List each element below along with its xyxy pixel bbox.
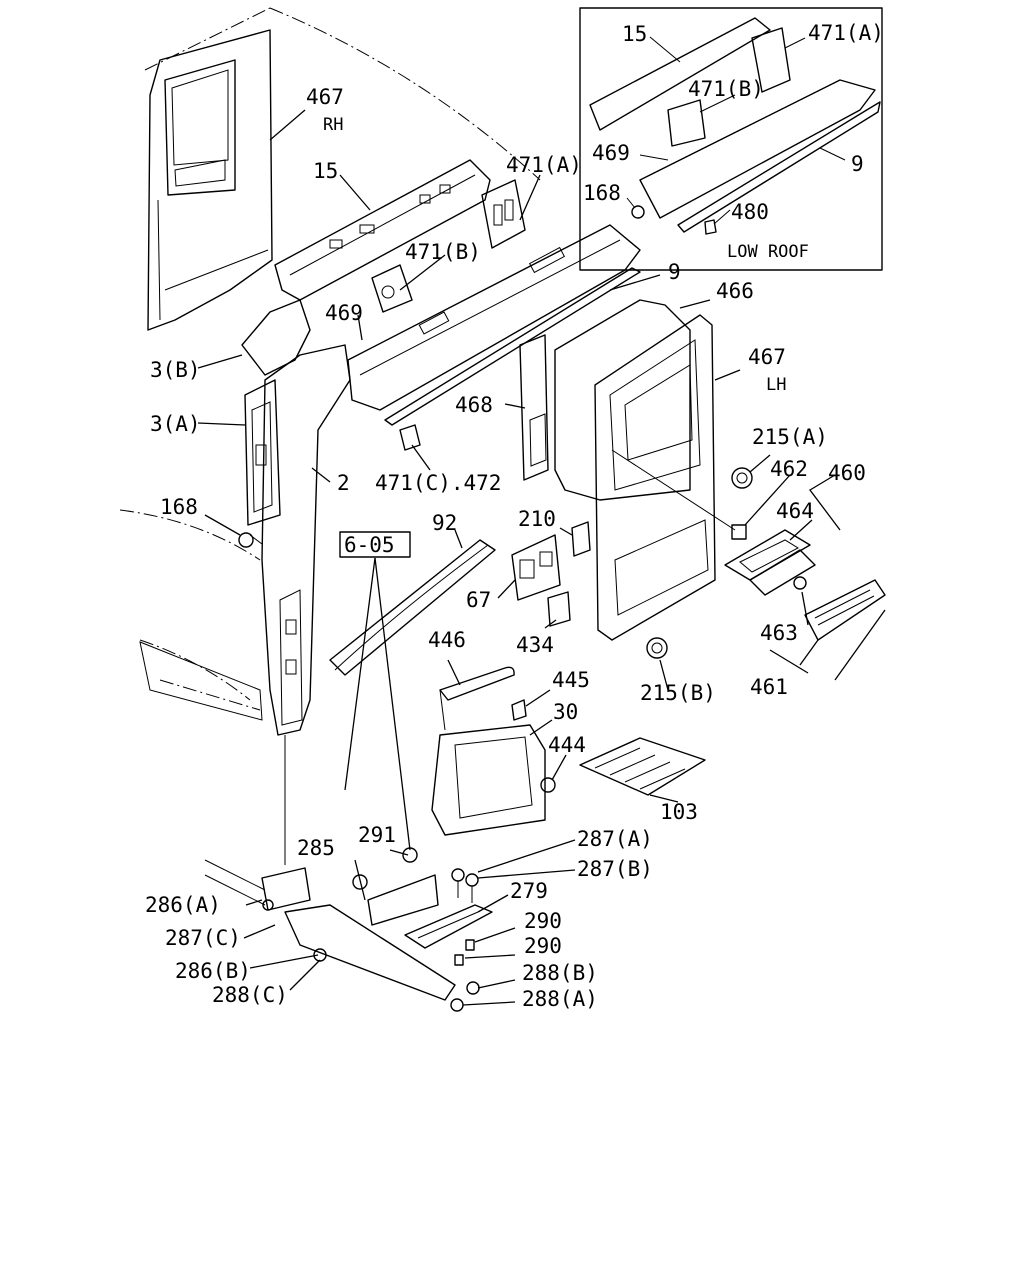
label-215b: 215(B) — [640, 681, 716, 705]
inset-label-471b: 471(B) — [688, 77, 764, 101]
inset-caption: LOW ROOF — [727, 242, 809, 262]
label-460: 460 — [828, 461, 866, 485]
part-279 — [404, 904, 493, 949]
part-168-bolt — [238, 532, 263, 548]
part-67 — [511, 534, 561, 601]
label-3a: 3(A) — [150, 412, 201, 436]
part-471c — [399, 424, 421, 451]
label-467-rh: 467 — [306, 85, 344, 109]
label-lh: LH — [766, 375, 786, 395]
label-92: 92 — [432, 511, 457, 535]
label-290a: 290 — [524, 909, 562, 933]
part-464 — [724, 529, 811, 581]
label-287b: 287(B) — [577, 857, 653, 881]
part-15 — [274, 159, 491, 301]
inset-low-roof — [579, 7, 883, 271]
part-471a — [481, 179, 526, 249]
label-462: 462 — [770, 457, 808, 481]
label-210: 210 — [518, 507, 556, 531]
label-469: 469 — [325, 301, 363, 325]
part-463 — [749, 549, 816, 596]
label-290b: 290 — [524, 934, 562, 958]
label-445: 445 — [552, 668, 590, 692]
label-2: 2 — [337, 471, 350, 495]
label-287c: 287(C) — [165, 926, 241, 950]
label-463: 463 — [760, 621, 798, 645]
label-471a: 471(A) — [506, 153, 582, 177]
inset-label-469: 469 — [592, 141, 630, 165]
part-469 — [347, 224, 641, 411]
label-471c: 471(C).472 — [375, 471, 501, 495]
screw-463 — [793, 576, 807, 590]
label-467-lh: 467 — [748, 345, 786, 369]
bolts-287 — [451, 868, 479, 903]
label-215a: 215(A) — [752, 425, 828, 449]
part-92 — [329, 539, 496, 676]
part-462 — [731, 524, 747, 540]
part-labels: 467 RH 15 471(A) 471(B) 469 9 466 467 LH… — [145, 21, 884, 1011]
label-ref-605: 6-05 — [344, 533, 395, 557]
label-rh: RH — [323, 115, 343, 135]
bolt-291 — [352, 847, 418, 890]
part-9 — [384, 267, 641, 426]
part-215b — [646, 637, 668, 659]
part-285 — [367, 874, 439, 926]
part-471b — [371, 264, 413, 313]
cab-outline — [119, 7, 541, 721]
leader-lines — [197, 36, 886, 1006]
label-286b: 286(B) — [175, 959, 251, 983]
part-445 — [511, 699, 527, 721]
label-461: 461 — [750, 675, 788, 699]
label-464: 464 — [776, 499, 814, 523]
label-3b: 3(B) — [150, 358, 201, 382]
label-291: 291 — [358, 823, 396, 847]
part-286 — [204, 859, 456, 1001]
label-466: 466 — [716, 279, 754, 303]
label-287a: 287(A) — [577, 827, 653, 851]
inset-label-15: 15 — [622, 22, 647, 46]
part-434 — [547, 591, 571, 627]
label-15: 15 — [313, 159, 338, 183]
part-3b — [241, 299, 311, 376]
label-285: 285 — [297, 836, 335, 860]
label-279: 279 — [510, 879, 548, 903]
inset-label-480: 480 — [731, 200, 769, 224]
inset-label-471a: 471(A) — [808, 21, 884, 45]
part-466 — [554, 299, 691, 501]
label-67: 67 — [466, 588, 491, 612]
part-446 — [439, 666, 515, 731]
part-210 — [571, 521, 591, 557]
label-103: 103 — [660, 800, 698, 824]
part-468 — [519, 334, 549, 481]
label-288c: 288(C) — [212, 983, 288, 1007]
label-168: 168 — [160, 495, 198, 519]
part-467-rh — [147, 29, 273, 331]
label-30: 30 — [553, 700, 578, 724]
ref-box-605 — [339, 531, 411, 558]
part-30 — [431, 724, 546, 836]
label-288b: 288(B) — [522, 961, 598, 985]
part-2 — [261, 344, 351, 736]
inset-label-9: 9 — [851, 152, 864, 176]
label-288a: 288(A) — [522, 987, 598, 1011]
part-461 — [804, 579, 886, 641]
label-286a: 286(A) — [145, 893, 221, 917]
inset-label-168: 168 — [583, 181, 621, 205]
part-215a — [731, 467, 753, 489]
label-444: 444 — [548, 733, 586, 757]
label-434: 434 — [516, 633, 554, 657]
label-471b: 471(B) — [405, 240, 481, 264]
part-467-lh — [594, 314, 716, 641]
label-468: 468 — [455, 393, 493, 417]
label-9: 9 — [668, 260, 681, 284]
label-446: 446 — [428, 628, 466, 652]
part-103 — [579, 737, 706, 796]
nuts-288 — [313, 948, 480, 1012]
part-444 — [540, 777, 556, 793]
spacers-290 — [454, 939, 475, 966]
